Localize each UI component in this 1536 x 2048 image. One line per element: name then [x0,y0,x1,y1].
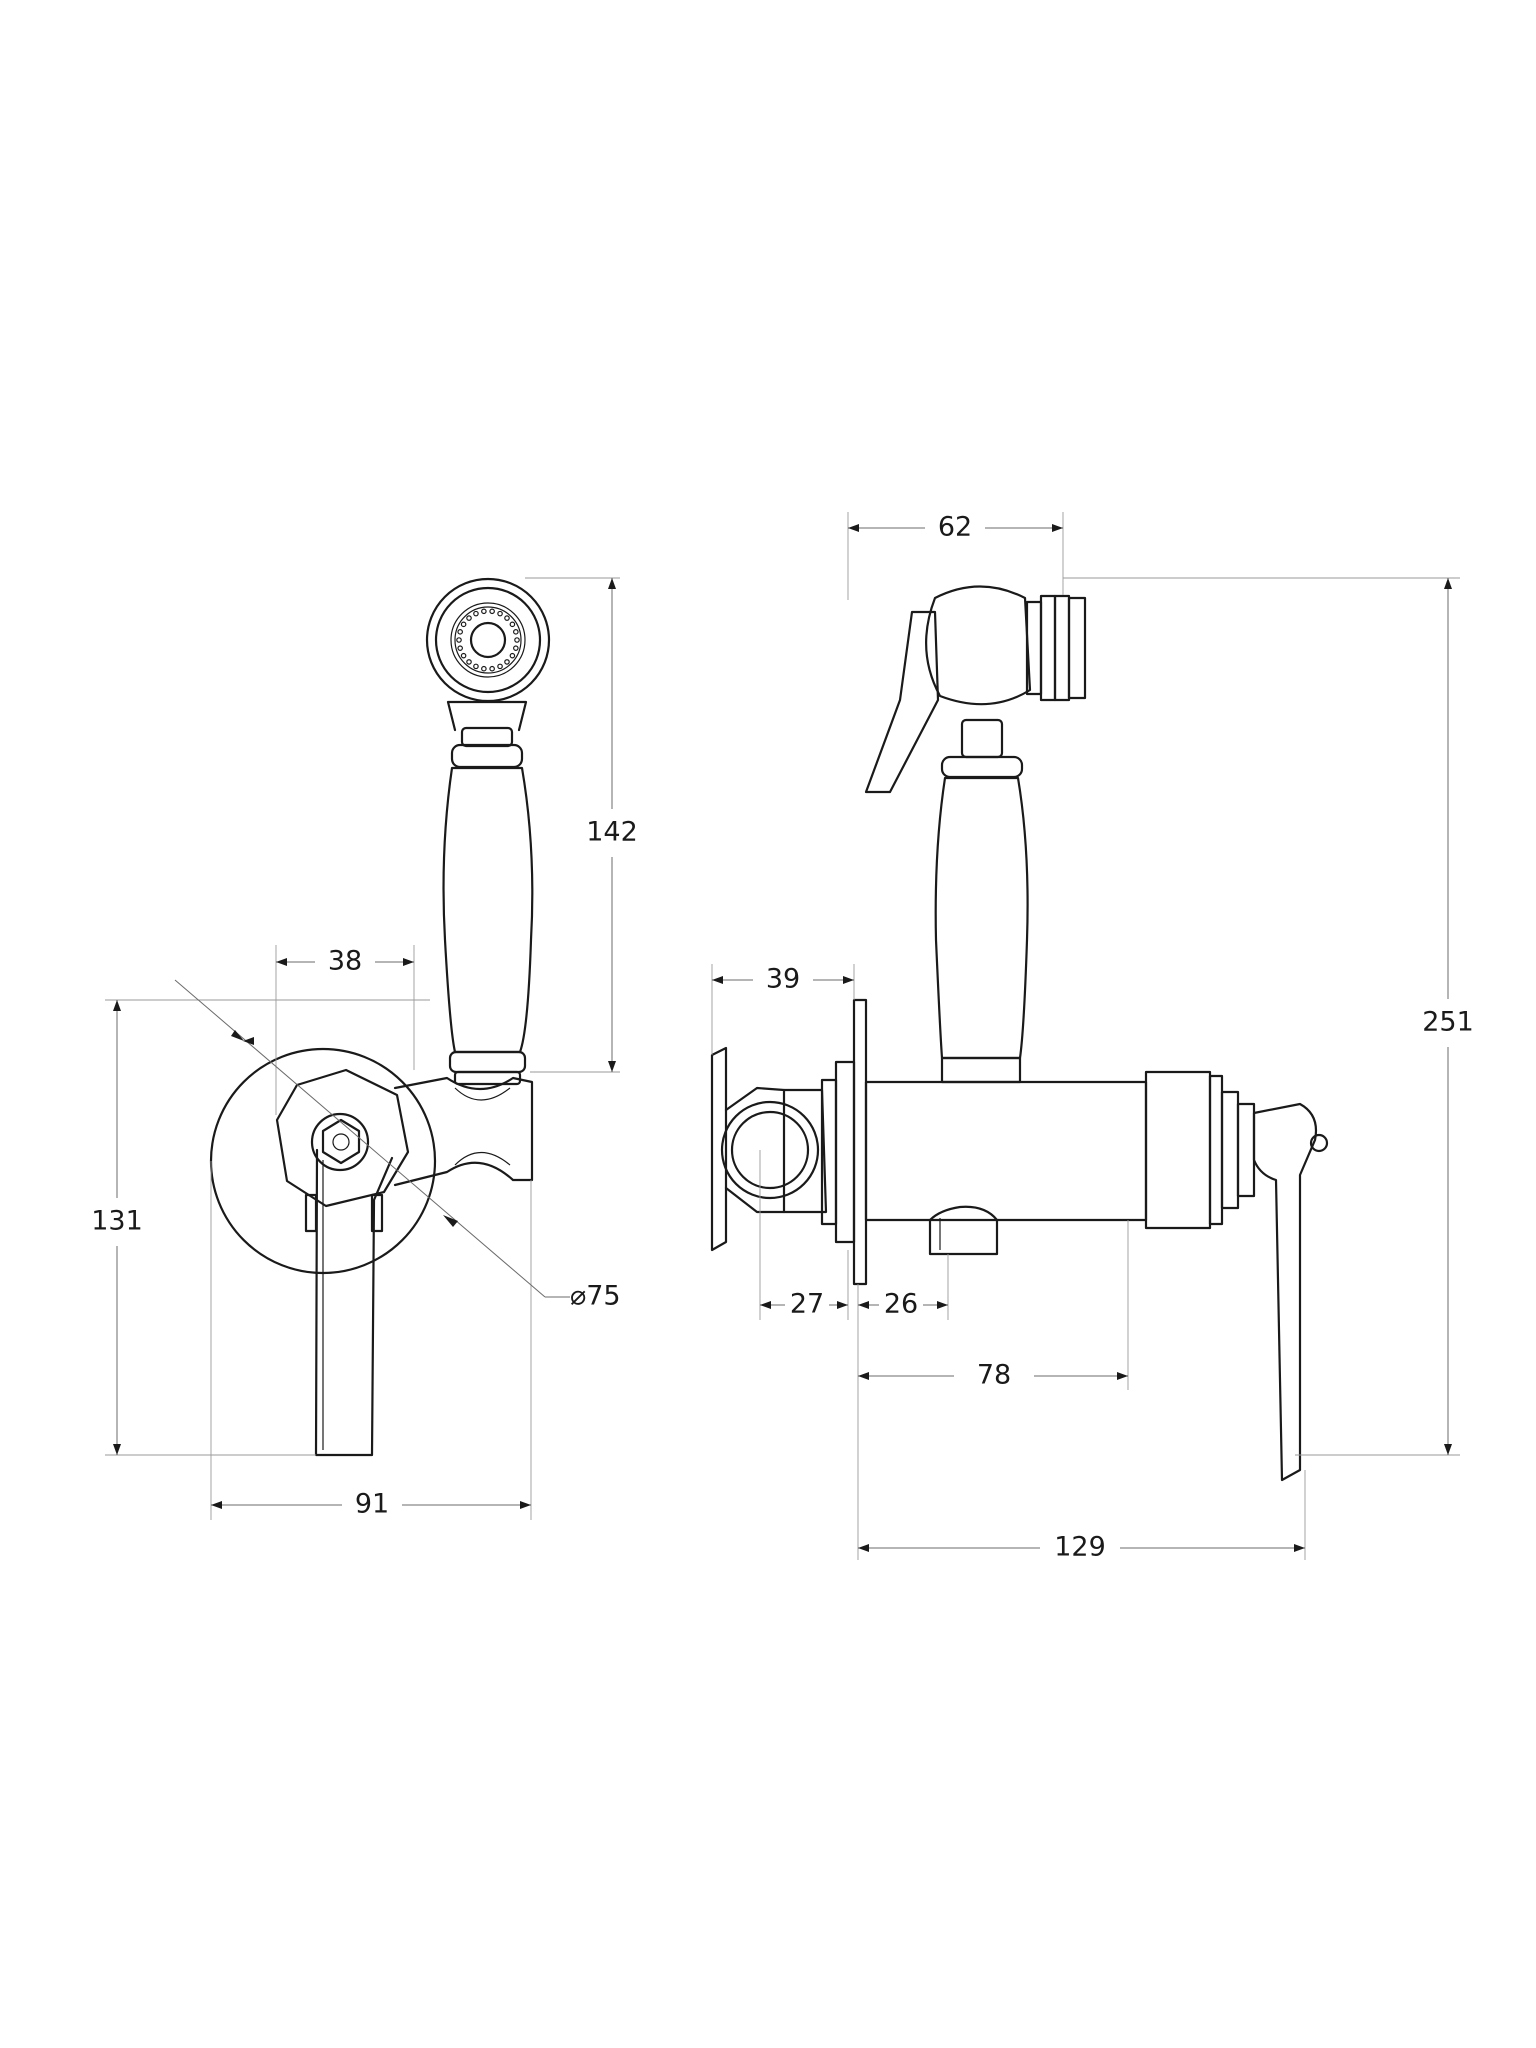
front-spray-head [425,577,551,703]
dim-side-total-depth-label: 129 [1054,1532,1106,1563]
dim-side-head-width-arrow [1052,524,1063,532]
dim-front-handset-height-label: 142 [586,817,638,848]
dim-side-body-length-label: 78 [977,1360,1011,1391]
front-valve-center [332,1133,350,1151]
spray-nozzle [456,637,462,643]
dim-side-body-length-arrow [858,1372,869,1380]
side-trigger-lever [864,610,940,794]
dim-side-head-width-label: 62 [938,512,972,543]
dim-front-height-label: 131 [91,1206,143,1237]
front-valve-nut [321,1118,361,1165]
dim-front-width-label: 91 [355,1489,389,1520]
side-wall-plate [852,998,868,1286]
side-hose-outlet [928,1205,999,1256]
dim-front-handset-height-arrow [608,1061,616,1072]
spray-nozzle [466,659,472,665]
dim-side-body-length-arrow [1117,1372,1128,1380]
front-view [209,577,551,1457]
front-holder-bracket [393,1076,534,1187]
dim-side-total-depth-arrow [858,1544,869,1552]
spray-nozzle [466,615,472,621]
dim-side-bracket-depth-label: 39 [766,964,800,995]
spray-nozzle [473,663,479,670]
spray-nozzle [481,665,487,672]
spray-nozzle [489,665,495,672]
dim-flange-diameter-label: ⌀75 [570,1281,621,1312]
front-handset-grip [442,766,534,1054]
dim-side-outlet-offset-arrow [937,1301,948,1309]
side-lever-handle [1252,1102,1318,1482]
spray-nozzle [504,659,510,665]
spray-nozzle [497,610,503,617]
dim-front-height-arrow [113,1444,121,1455]
side-valve-body [864,1080,1148,1222]
front-lever-handle [314,1148,394,1457]
side-spray-head [925,585,1032,706]
dim-side-inlet-offset-label: 27 [790,1289,824,1320]
dimension-lines: 131 91 38 142 ⌀75 62 251 39 27 26 78 129 [83,512,1482,1563]
spray-nozzle [513,629,519,635]
dim-side-outlet-offset-label: 26 [884,1289,918,1320]
dim-side-inlet-offset-arrow [837,1301,848,1309]
front-valve-hexagon [275,1068,410,1208]
dim-flange-leader [174,979,546,1298]
spray-nozzle [513,645,519,651]
spray-nozzle [497,663,503,670]
dim-side-head-width-arrow [848,524,859,532]
spray-nozzle [509,621,516,628]
spray-nozzle [457,629,463,635]
dim-front-width-arrow [211,1501,222,1509]
dim-side-total-height-label: 251 [1422,1007,1474,1038]
dim-flange-diameter-arrow [443,1215,458,1227]
side-handset-grip [934,776,1029,1060]
dim-side-bracket-depth-arrow [712,976,723,984]
dim-front-height-arrow [113,1000,121,1011]
spray-nozzle [460,621,467,628]
side-view [710,585,1329,1482]
front-spray-nozzles [456,608,520,672]
dim-front-hose-offset-arrow [403,958,414,966]
spray-nozzle [481,608,487,615]
dim-side-bracket-depth-arrow [843,976,854,984]
spray-nozzle [514,637,520,643]
front-valve-cap [310,1112,370,1172]
dim-side-outlet-offset-arrow [858,1301,869,1309]
dim-front-handset-height-arrow [608,578,616,589]
dim-front-width-arrow [520,1501,531,1509]
spray-nozzle [504,615,510,621]
dim-side-total-height-arrow [1444,1444,1452,1455]
spray-nozzle [460,652,467,659]
spray-nozzle [489,608,495,615]
spray-nozzle [457,645,463,651]
spray-nozzle [473,610,479,617]
dim-side-inlet-offset-arrow [760,1301,771,1309]
dim-front-hose-offset-label: 38 [328,946,362,977]
side-inlet-ring [720,1100,820,1200]
dim-front-hose-offset-arrow [276,958,287,966]
dim-side-total-height-arrow [1444,578,1452,589]
dim-flange-diameter-arrow [243,1037,254,1045]
spray-nozzle [509,652,516,659]
side-back-bracket [710,1046,728,1252]
dim-side-total-depth-arrow [1294,1544,1305,1552]
